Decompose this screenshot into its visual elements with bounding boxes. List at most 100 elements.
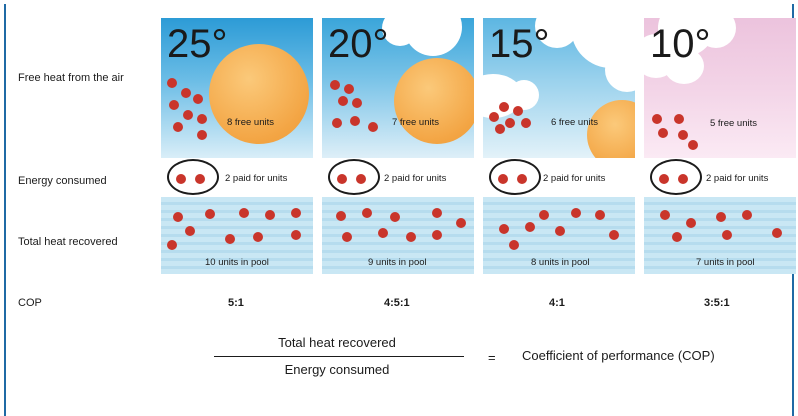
free-unit-dot xyxy=(513,106,523,116)
pool-unit-dot xyxy=(342,232,352,242)
pool-unit-dot xyxy=(555,226,565,236)
pool-unit-dot xyxy=(239,208,249,218)
pool-units-label: 7 units in pool xyxy=(696,257,755,268)
pool-unit-dot xyxy=(167,240,177,250)
paid-unit-dot xyxy=(659,174,669,184)
pool-unit-dot xyxy=(265,210,275,220)
panel-10: 10° 5 free units 2 paid for units 7 unit… xyxy=(644,18,796,274)
paid-units-ring xyxy=(650,159,702,195)
free-unit-dot xyxy=(521,118,531,128)
paid-unit-dot xyxy=(498,174,508,184)
pool-unit-dot xyxy=(406,232,416,242)
pool-unit-dot xyxy=(571,208,581,218)
pool-unit-dot xyxy=(722,230,732,240)
temperature-label: 25° xyxy=(167,22,228,66)
free-units-label: 6 free units xyxy=(551,117,598,128)
temperature-label: 15° xyxy=(489,22,550,66)
pool-unit-dot xyxy=(539,210,549,220)
fraction-bar xyxy=(214,356,464,357)
free-unit-dot xyxy=(193,94,203,104)
pool-unit-dot xyxy=(609,230,619,240)
paid-units-label: 2 paid for units xyxy=(543,173,606,184)
cloud-icon xyxy=(605,48,635,92)
paid-units-ring xyxy=(167,159,219,195)
pool-unit-dot xyxy=(378,228,388,238)
pool-unit-dot xyxy=(742,210,752,220)
pool-unit-dot xyxy=(456,218,466,228)
free-unit-dot xyxy=(688,140,698,150)
free-unit-dot xyxy=(658,128,668,138)
row-label-cop: COP xyxy=(18,297,42,309)
free-unit-dot xyxy=(332,118,342,128)
free-unit-dot xyxy=(652,114,662,124)
free-unit-dot xyxy=(330,80,340,90)
free-unit-dot xyxy=(173,122,183,132)
pool-unit-dot xyxy=(595,210,605,220)
cloud-icon xyxy=(664,48,704,84)
paid-unit-dot xyxy=(195,174,205,184)
pool-unit-dot xyxy=(772,228,782,238)
pool-unit-dot xyxy=(660,210,670,220)
paid-unit-dot xyxy=(176,174,186,184)
cop-value-10: 3:5:1 xyxy=(704,297,730,309)
free-unit-dot xyxy=(167,78,177,88)
row-label-total-heat: Total heat recovered xyxy=(18,236,118,248)
pool-units-label: 9 units in pool xyxy=(368,257,427,268)
pool-water xyxy=(161,197,313,274)
free-unit-dot xyxy=(183,110,193,120)
pool-unit-dot xyxy=(390,212,400,222)
paid-units-ring xyxy=(489,159,541,195)
formula-denominator: Energy consumed xyxy=(284,362,390,377)
row-label-energy-consumed: Energy consumed xyxy=(18,175,107,187)
pool-unit-dot xyxy=(291,208,301,218)
temperature-label: 20° xyxy=(328,22,389,66)
pool-unit-dot xyxy=(205,209,215,219)
cloud-icon xyxy=(382,18,418,46)
free-unit-dot xyxy=(197,114,207,124)
pool-unit-dot xyxy=(432,208,442,218)
pool-unit-dot xyxy=(336,211,346,221)
sun-icon xyxy=(394,58,474,144)
pool-units-label: 8 units in pool xyxy=(531,257,590,268)
paid-units-label: 2 paid for units xyxy=(384,173,447,184)
paid-unit-dot xyxy=(337,174,347,184)
pool-unit-dot xyxy=(525,222,535,232)
free-unit-dot xyxy=(674,114,684,124)
pool-unit-dot xyxy=(225,234,235,244)
pool-unit-dot xyxy=(173,212,183,222)
pool-unit-dot xyxy=(716,212,726,222)
free-unit-dot xyxy=(505,118,515,128)
pool-unit-dot xyxy=(686,218,696,228)
panel-25: 25° 8 free units 2 paid for units 10 uni… xyxy=(161,18,313,274)
free-unit-dot xyxy=(352,98,362,108)
pool-unit-dot xyxy=(432,230,442,240)
paid-units-label: 2 paid for units xyxy=(706,173,769,184)
free-unit-dot xyxy=(338,96,348,106)
free-unit-dot xyxy=(678,130,688,140)
pool-water xyxy=(644,197,796,274)
paid-unit-dot xyxy=(356,174,366,184)
sun-icon xyxy=(209,44,309,144)
free-unit-dot xyxy=(350,116,360,126)
panel-20: 20° 7 free units 2 paid for units 9 unit… xyxy=(322,18,474,274)
pool-unit-dot xyxy=(253,232,263,242)
free-units-label: 5 free units xyxy=(710,118,757,129)
pool-unit-dot xyxy=(672,232,682,242)
cloud-icon xyxy=(509,80,539,110)
paid-units-ring xyxy=(328,159,380,195)
temperature-label: 10° xyxy=(650,22,711,66)
panel-15: 15° 6 free units 2 paid for units 8 unit… xyxy=(483,18,635,274)
free-unit-dot xyxy=(344,84,354,94)
free-unit-dot xyxy=(499,102,509,112)
paid-unit-dot xyxy=(678,174,688,184)
paid-units-label: 2 paid for units xyxy=(225,173,288,184)
free-unit-dot xyxy=(495,124,505,134)
pool-unit-dot xyxy=(291,230,301,240)
free-units-label: 7 free units xyxy=(392,117,439,128)
free-unit-dot xyxy=(489,112,499,122)
formula-numerator: Total heat recovered xyxy=(278,335,396,350)
cop-value-25: 5:1 xyxy=(228,297,244,309)
free-unit-dot xyxy=(181,88,191,98)
pool-units-label: 10 units in pool xyxy=(205,257,269,268)
row-label-free-heat: Free heat from the air xyxy=(18,72,124,84)
